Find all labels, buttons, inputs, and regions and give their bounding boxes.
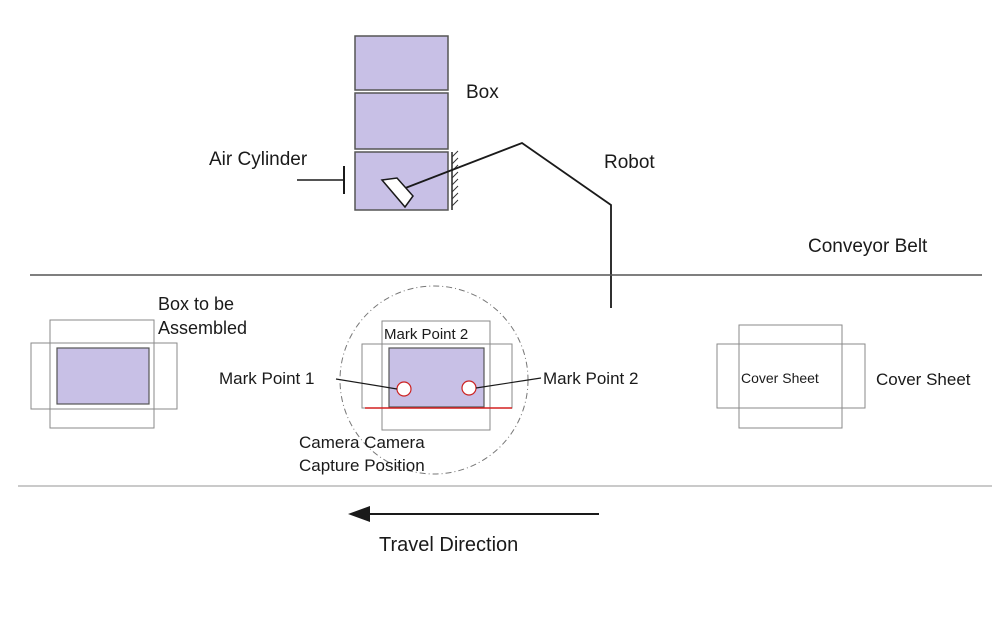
label-camera: Camera Camera [299,433,425,452]
robot-gripper [380,177,414,209]
label-capture-position: Capture Position [299,456,425,475]
stack-wall [451,150,459,210]
label-box-to-be: Box to be [158,294,234,314]
label-mark-point-2-right: Mark Point 2 [543,369,638,388]
stack-box-top [354,35,449,91]
stack-box-bottom [354,151,449,211]
label-conveyor-belt: Conveyor Belt [808,236,928,257]
center-box [388,347,485,408]
center-sheet-vertical [381,320,491,431]
label-air-cylinder: Air Cylinder [209,149,308,170]
left-box [56,347,150,405]
mark-point-1-pointer [335,378,398,390]
label-mark-point-1: Mark Point 1 [219,369,314,388]
label-box: Box [466,82,499,103]
cover-sheet-horizontal [716,343,866,409]
label-mark-point-2-top: Mark Point 2 [384,326,468,343]
label-assembled: Assembled [158,318,247,338]
mark-point-2-pointer [475,377,542,389]
stack-box-middle [354,92,449,150]
air-cylinder [297,166,345,194]
label-cover-sheet-outside: Cover Sheet [876,370,971,389]
cover-sheet-group [716,324,866,429]
cover-sheet-vertical [738,324,843,429]
box-to-be-assembled [30,319,178,429]
box-stack [354,35,449,211]
mark-point-1-dot [396,381,412,397]
travel-arrow [348,506,599,522]
label-robot: Robot [604,152,655,173]
sheet-vertical [49,319,155,429]
camera-station [335,285,542,475]
mark-point-2-dot [461,380,477,396]
label-cover-sheet-inside: Cover Sheet [741,370,819,386]
label-travel-direction: Travel Direction [379,534,518,556]
robot-arm [380,141,612,308]
